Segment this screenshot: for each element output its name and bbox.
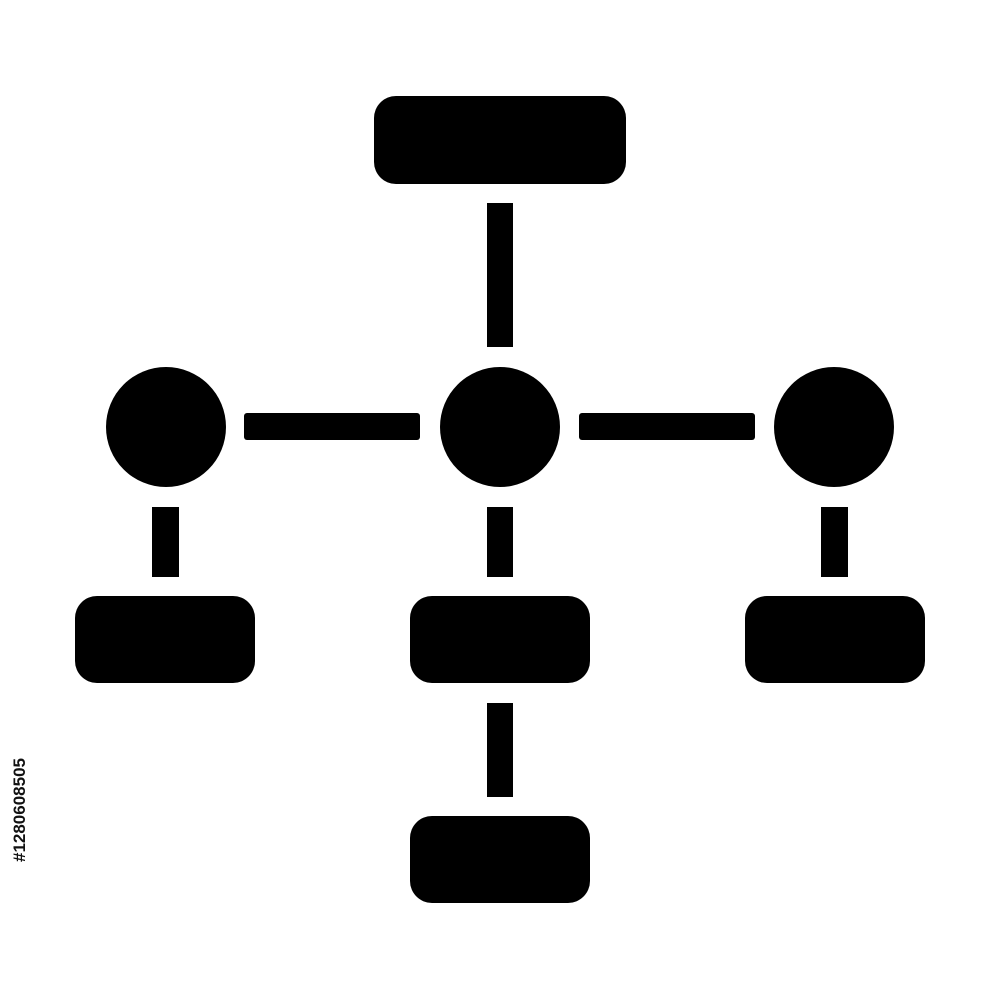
left-circle bbox=[106, 367, 226, 487]
connector-top-to-center bbox=[487, 203, 513, 347]
top-node bbox=[374, 96, 626, 184]
left-node bbox=[75, 596, 255, 683]
right-circle bbox=[774, 367, 894, 487]
connector-center-to-right bbox=[579, 413, 755, 440]
connector-right-down bbox=[821, 507, 848, 577]
connector-center-down bbox=[487, 507, 513, 577]
stock-id-label: #1280608505 bbox=[10, 720, 30, 900]
connector-left-to-center bbox=[244, 413, 420, 440]
stock-id-text: #1280608505 bbox=[10, 757, 30, 863]
icon-shapes bbox=[75, 96, 925, 903]
right-node bbox=[745, 596, 925, 683]
connector-center-to-bottom bbox=[487, 703, 513, 797]
center-circle bbox=[440, 367, 560, 487]
center-node bbox=[410, 596, 590, 683]
bottom-node bbox=[410, 816, 590, 903]
connector-left-down bbox=[152, 507, 179, 577]
